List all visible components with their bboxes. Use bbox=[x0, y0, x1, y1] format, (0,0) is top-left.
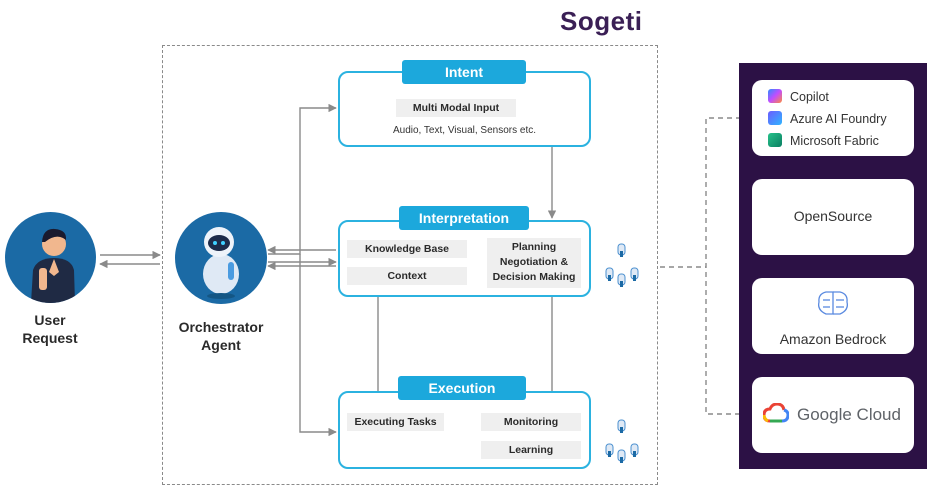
microsoft-fabric-label: Microsoft Fabric bbox=[790, 134, 879, 148]
amazon-bedrock-card bbox=[752, 278, 914, 354]
microsoft-fabric-row: Microsoft Fabric bbox=[768, 133, 879, 148]
agent-cluster-icon bbox=[605, 243, 639, 287]
opensource-card bbox=[752, 179, 914, 255]
robot-icon bbox=[203, 227, 239, 299]
planning-line2: Negotiation & bbox=[499, 256, 569, 268]
google-cloud-icon bbox=[763, 403, 789, 423]
copilot-row: Copilot bbox=[768, 89, 829, 104]
monitoring-chip: Monitoring bbox=[481, 413, 581, 431]
azure-ai-foundry-row: Azure AI Foundry bbox=[768, 111, 887, 126]
user-label-line1: User bbox=[34, 312, 66, 328]
orchestrator-agent-label: Orchestrator Agent bbox=[166, 318, 276, 354]
system-boundary bbox=[162, 45, 658, 485]
interpretation-title: Interpretation bbox=[399, 206, 529, 230]
copilot-icon bbox=[768, 89, 782, 103]
azure-ai-foundry-icon bbox=[768, 111, 782, 125]
google-cloud-card bbox=[752, 377, 914, 453]
user-request-label: User Request bbox=[10, 311, 90, 347]
copilot-label: Copilot bbox=[790, 90, 829, 104]
agent-cluster-icon-execution bbox=[605, 419, 639, 463]
context-chip: Context bbox=[347, 267, 467, 285]
microsoft-fabric-icon bbox=[768, 133, 782, 147]
opensource-label: OpenSource bbox=[793, 208, 873, 224]
executing-tasks-chip: Executing Tasks bbox=[347, 413, 444, 431]
user-avatar bbox=[5, 212, 96, 303]
intent-title: Intent bbox=[402, 60, 526, 84]
amazon-bedrock-label: Amazon Bedrock bbox=[779, 331, 887, 347]
planning-line1: Planning bbox=[511, 241, 557, 253]
user-label-line2: Request bbox=[22, 330, 78, 346]
modalities-text: Audio, Text, Visual, Sensors etc. bbox=[392, 125, 537, 136]
person-icon bbox=[31, 228, 75, 303]
bedrock-brain-icon bbox=[818, 291, 848, 315]
azure-ai-foundry-label: Azure AI Foundry bbox=[790, 112, 887, 126]
google-cloud-label: Google Cloud bbox=[797, 405, 901, 424]
agent-label-line2: Agent bbox=[201, 337, 241, 353]
execution-title: Execution bbox=[398, 376, 526, 400]
brand-logo: Sogeti bbox=[560, 6, 643, 36]
intent-panel bbox=[338, 71, 591, 147]
agent-avatar bbox=[175, 212, 267, 304]
knowledge-base-chip: Knowledge Base bbox=[347, 240, 467, 258]
planning-chip: Planning Negotiation & Decision Making bbox=[487, 238, 581, 288]
agent-label-line1: Orchestrator bbox=[178, 319, 264, 335]
learning-chip: Learning bbox=[481, 441, 581, 459]
planning-line3: Decision Making bbox=[492, 271, 576, 283]
multi-modal-input-chip: Multi Modal Input bbox=[396, 99, 516, 117]
